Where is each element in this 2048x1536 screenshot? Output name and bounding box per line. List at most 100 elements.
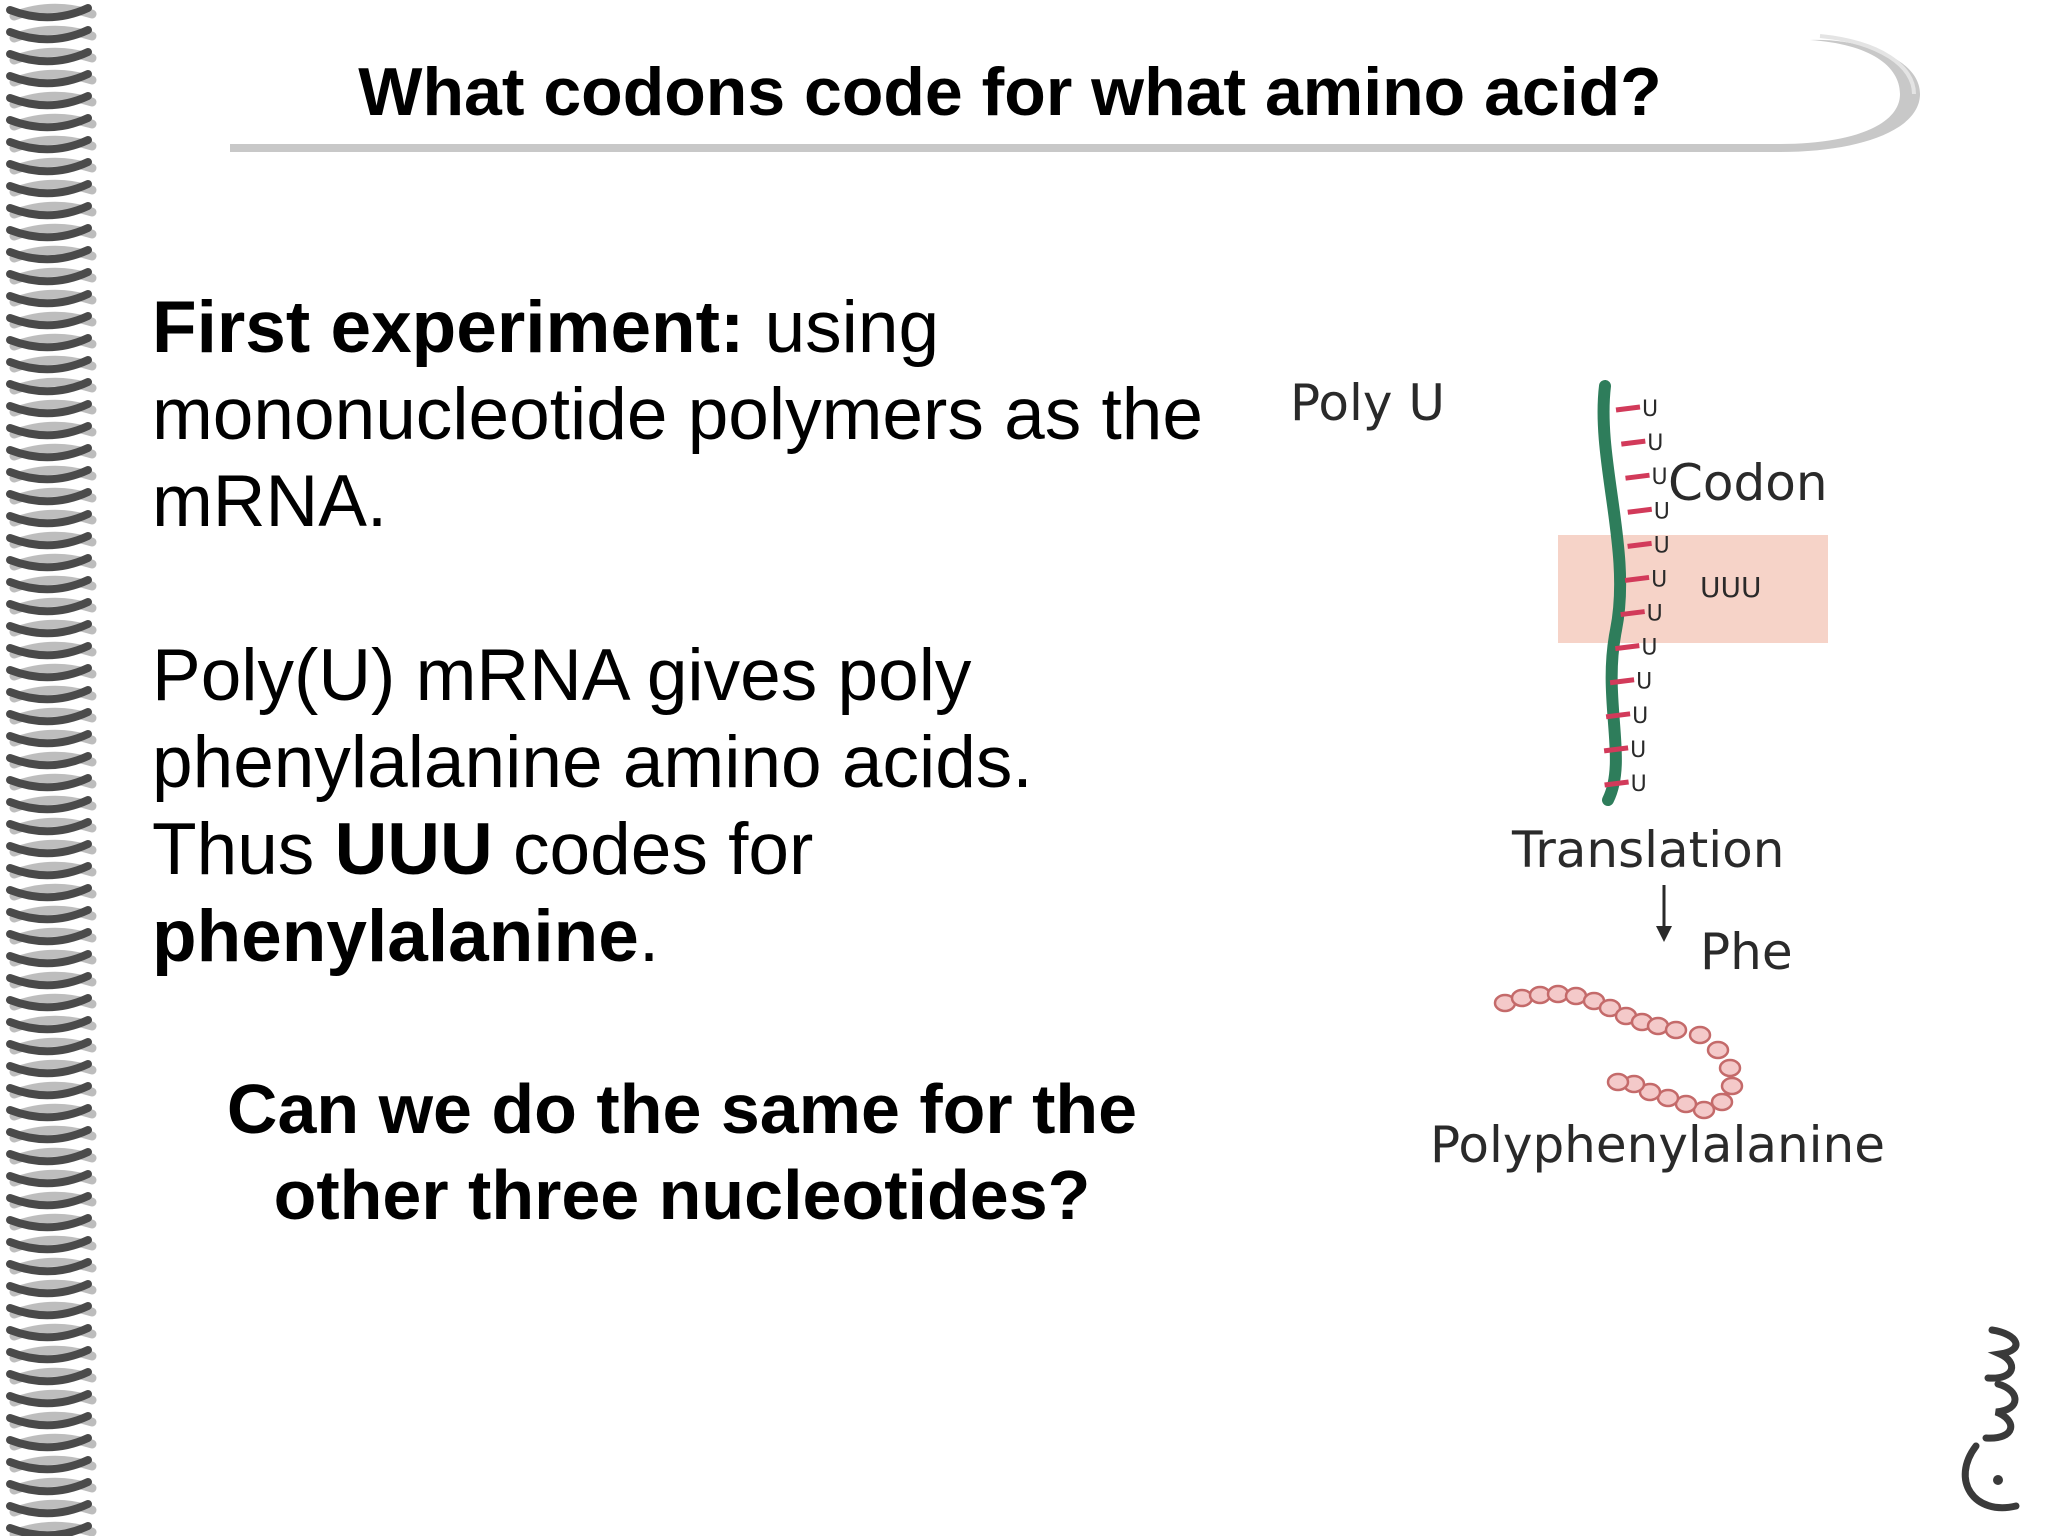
base-letter: U: [1654, 499, 1670, 524]
codon-label: Codon: [1668, 454, 1828, 512]
amino-acid-bead: [1598, 998, 1622, 1018]
border-link: [6, 994, 92, 1012]
border-link: [6, 664, 92, 682]
border-link: [6, 1522, 92, 1536]
border-link: [6, 488, 92, 506]
border-link: [6, 1170, 92, 1188]
border-link: [6, 1434, 92, 1452]
border-link: [6, 774, 92, 792]
border-link: [6, 48, 92, 66]
border-link: [6, 444, 92, 462]
base-tick: [1627, 506, 1653, 515]
border-link: [6, 180, 92, 198]
border-link: [6, 1478, 92, 1496]
border-link: [6, 268, 92, 286]
question-line-1: Can we do the same for the: [226, 1070, 1138, 1148]
border-link: [6, 884, 92, 902]
border-link: [6, 576, 92, 594]
base-tick: [1615, 404, 1641, 413]
border-link: [6, 1038, 92, 1056]
border-link: [6, 1302, 92, 1320]
base-tick: [1627, 540, 1652, 549]
border-link: [6, 1500, 92, 1518]
border-link: [6, 1456, 92, 1474]
codon-value: UUU: [1700, 571, 1761, 604]
border-link: [6, 598, 92, 616]
base-letter: U: [1652, 465, 1668, 490]
border-link: [6, 246, 92, 264]
base-letter: U: [1642, 397, 1658, 422]
translation-label: Translation: [1511, 821, 1784, 879]
border-link: [6, 1082, 92, 1100]
amino-acid-bead: [1706, 1040, 1730, 1060]
border-link: [6, 1324, 92, 1342]
base-tick: [1624, 574, 1650, 583]
border-link: [6, 114, 92, 132]
border-link: [6, 1214, 92, 1232]
border-link: [6, 224, 92, 242]
border-link: [6, 730, 92, 748]
border-link: [6, 818, 92, 836]
border-link: [6, 840, 92, 858]
border-link: [6, 532, 92, 550]
border-link: [6, 1280, 92, 1298]
border-link: [6, 1368, 92, 1386]
border-link: [6, 1126, 92, 1144]
experiment-paragraph: First experiment: using mononucleotide p…: [152, 284, 1212, 545]
border-link: [6, 1192, 92, 1210]
border-link: [6, 202, 92, 220]
page-title: What codons code for what amino acid?: [358, 54, 1662, 130]
base-letter: U: [1636, 670, 1652, 695]
base-letter: U: [1651, 567, 1667, 592]
amino-acid-bead: [1718, 1058, 1742, 1078]
border-link: [6, 26, 92, 44]
base-letter: U: [1647, 431, 1663, 456]
amino-acid-bead: [1710, 1092, 1734, 1112]
border-link: [6, 334, 92, 352]
border-link: [6, 378, 92, 396]
border-link: [6, 686, 92, 704]
poly-u-label: Poly U: [1290, 374, 1445, 432]
border-link: [6, 862, 92, 880]
polyphenylalanine-label: Polyphenylalanine: [1430, 1116, 1885, 1174]
border-link: [6, 796, 92, 814]
border-link: [6, 1346, 92, 1364]
experiment-text: using mononucleotide polymers as the mRN…: [152, 287, 1203, 542]
border-link: [6, 1016, 92, 1034]
base-letter: U: [1641, 636, 1657, 661]
border-link: [6, 70, 92, 88]
border-link: [6, 1390, 92, 1408]
result-paragraph: Poly(U) mRNA gives poly phenylalanine am…: [152, 632, 1212, 980]
border-link: [6, 510, 92, 528]
amino-acid-bead: [1606, 1072, 1630, 1092]
border-link: [6, 1104, 92, 1122]
border-link: [6, 422, 92, 440]
amino-acid-bead: [1638, 1082, 1662, 1102]
border-link: [6, 312, 92, 330]
border-link: [6, 950, 92, 968]
result-text-3: .: [638, 896, 660, 977]
border-link: [6, 466, 92, 484]
amino-acid-bead: [1664, 1020, 1688, 1040]
border-link: [6, 158, 92, 176]
border-link: [6, 1148, 92, 1166]
base-tick: [1625, 472, 1650, 481]
codon-highlight: [1558, 535, 1828, 643]
border-link: [6, 1236, 92, 1254]
mrna-backbone: [1597, 380, 1627, 806]
base-tick: [1605, 711, 1631, 720]
border-link: [6, 928, 92, 946]
dna-border-icon: [6, 3, 97, 1536]
border-link: [6, 752, 92, 770]
base-tick: [1615, 643, 1640, 652]
border-link: [6, 972, 92, 990]
amino-acid-name: phenylalanine: [152, 896, 639, 977]
base-letter: U: [1630, 738, 1646, 763]
border-link: [6, 356, 92, 374]
result-text-1: Poly(U) mRNA gives poly phenylalanine am…: [152, 635, 1033, 890]
border-link: [6, 1258, 92, 1276]
border-link: [6, 554, 92, 572]
border-link: [6, 290, 92, 308]
